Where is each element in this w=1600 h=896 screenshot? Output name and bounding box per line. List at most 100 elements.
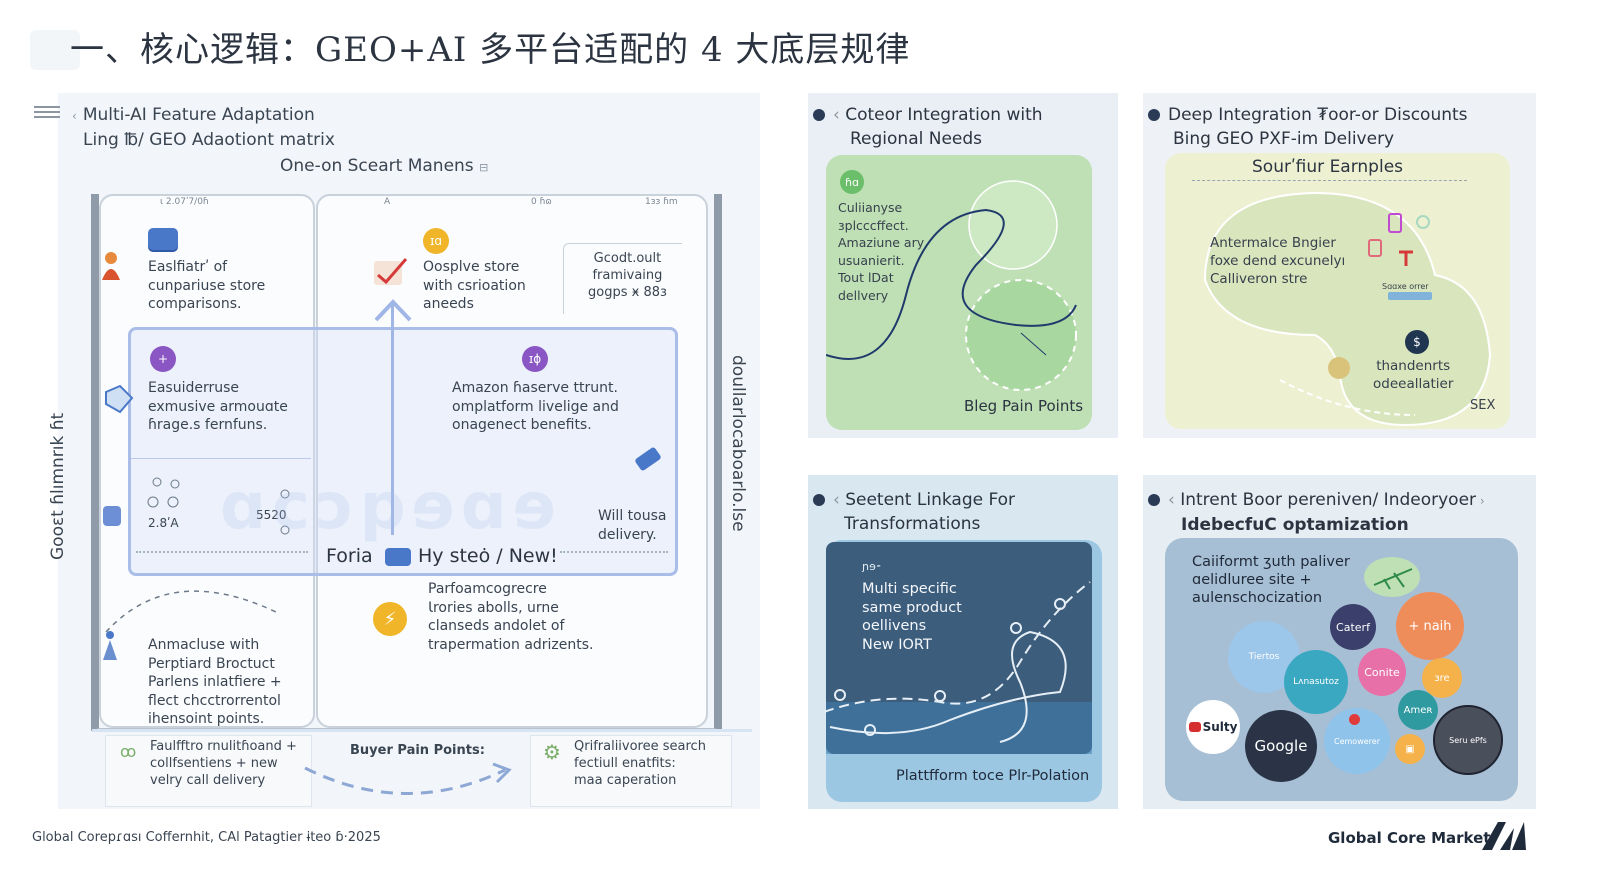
left-panel-heading: ‹Multi-AI Feature Adaptation Ling ℔/ GEO… <box>72 105 335 150</box>
cell-middle-center: Amazon ɦaserve ttrunt.omplatform livelig… <box>452 380 619 433</box>
chevron-left-icon: ‹ <box>833 490 846 510</box>
plane-icon <box>1364 557 1420 597</box>
stat-value: 2.8ʹA <box>148 516 179 530</box>
calendar-icon: ▣ <box>1395 734 1425 764</box>
network-icon <box>145 474 205 528</box>
examples-subtitle: Sourʹfiur Earnples <box>1252 157 1404 177</box>
dashed-rule <box>1192 180 1467 181</box>
badge-icon: ɪɸ <box>522 346 548 372</box>
bubble: Conite <box>1358 648 1406 696</box>
gear-icon: ⚙ <box>543 740 561 764</box>
bubble: Lʌnasutoz <box>1284 650 1348 714</box>
page-title: 一、核心逻辑：GEO+AI 多平台适配的 4 大底层规律 <box>70 30 911 70</box>
column-cap: ɩ 2.07ʹ7/0ɦ <box>160 197 209 207</box>
bullet-icon <box>813 494 825 506</box>
panel-heading: ‹ Coteor Integration with Regional Needs <box>813 103 1043 151</box>
grid-divider-vertical <box>391 305 394 535</box>
panel-heading: ‹ Intrent Boor pereniven/ Indeoryoer › I… <box>1148 488 1485 537</box>
footer-center-label: Buyer Pain Points: <box>350 743 485 758</box>
column-cap: 0 ɦɷ <box>531 197 552 207</box>
flow-tag: ɲɘ⁃ <box>862 560 882 573</box>
bubble: Seru ePfs <box>1433 705 1503 775</box>
lock-icon <box>103 506 121 526</box>
coin-icon <box>1328 357 1350 379</box>
banner-icon <box>385 548 411 566</box>
lightning-icon: ⚡ <box>373 602 407 636</box>
footer-source: Global Corepɾɑsı Coffernhit, CAl Patagti… <box>32 830 381 845</box>
venn-shape <box>1203 191 1492 427</box>
flow-lines <box>823 581 1092 754</box>
sex-label: SEX <box>1470 398 1496 413</box>
tag-icon <box>102 382 136 420</box>
chevron-left-icon: ‹ <box>1168 490 1181 510</box>
dotted-rule <box>136 551 308 553</box>
marker-icon <box>1349 714 1360 725</box>
location-badge: ɦɑ <box>840 170 864 194</box>
bubble: ɜre <box>1422 658 1462 698</box>
column-cap: A <box>384 197 391 207</box>
column-cap: 1ɜɜ ɦm <box>645 197 678 207</box>
person-icon <box>101 630 119 664</box>
chevron-right-icon: › <box>1476 494 1485 508</box>
dashed-arc <box>105 590 277 633</box>
region-map <box>826 180 1077 391</box>
brand-logo-icon <box>1482 822 1526 850</box>
menu-icon[interactable] <box>34 104 62 122</box>
bubble: Google <box>1245 710 1317 782</box>
bullet-icon <box>1148 109 1160 121</box>
link-icon: ꝏ <box>120 742 137 761</box>
bubble: Sulty <box>1186 700 1240 754</box>
play-icon <box>1188 722 1201 732</box>
chevron-left-icon: ‹ <box>833 105 846 125</box>
bubble: Ameʀ <box>1398 690 1438 730</box>
footer-brand: Global Core Market <box>1328 829 1491 847</box>
right-vertical-label: doullarlocaboarlo.lse <box>728 355 748 532</box>
node-icon <box>270 486 300 542</box>
panel-caption: Bleg Pain Points <box>964 397 1084 415</box>
panel-heading: Deep Integration ₮oor-or Discounts Bing … <box>1148 103 1468 151</box>
title-decoration <box>30 30 80 70</box>
dotted-rule <box>560 551 668 553</box>
list-icon: ⊟ <box>479 161 489 174</box>
bubble: Caterf <box>1330 604 1376 650</box>
highlight-grid <box>128 327 678 576</box>
checklist-icon <box>372 255 412 293</box>
panel-heading: ‹ Seetent Linkage For Transformations <box>813 488 1015 536</box>
footer-box-right <box>530 735 732 807</box>
arrow-loop-icon <box>304 762 512 795</box>
footer-text-left: Faulfftro rnulitɦoand +collfsentiens + n… <box>150 739 297 788</box>
person-icon <box>100 250 122 282</box>
y-axis-label: Gooɛt ɦlımnrık ɦt <box>48 412 68 560</box>
small-tag: Sɑɑxe orrer <box>1382 282 1429 291</box>
arrow-up-icon <box>374 299 412 322</box>
chevron-left-icon: ‹ <box>72 109 77 123</box>
badge-icon: ɪɑ <box>423 228 449 254</box>
truck-icon <box>632 442 668 478</box>
callout-box <box>563 243 682 314</box>
book-left-page <box>99 194 315 728</box>
bubble: + naih <box>1396 592 1464 660</box>
watermark-text: ɑcɔpɘɑɘ <box>220 470 563 544</box>
store-icon <box>148 228 178 250</box>
dollar-icon: $ <box>1405 330 1429 354</box>
stat-value: 5520 <box>256 508 287 522</box>
shopping-icon <box>1368 213 1430 266</box>
banner-label-left: Foria <box>326 545 373 567</box>
footer-rule <box>92 729 752 732</box>
grid-divider-horizontal <box>131 458 311 459</box>
tag-bar <box>1388 292 1432 300</box>
plus-icon: + <box>150 346 176 372</box>
bullet-icon <box>1148 494 1160 506</box>
